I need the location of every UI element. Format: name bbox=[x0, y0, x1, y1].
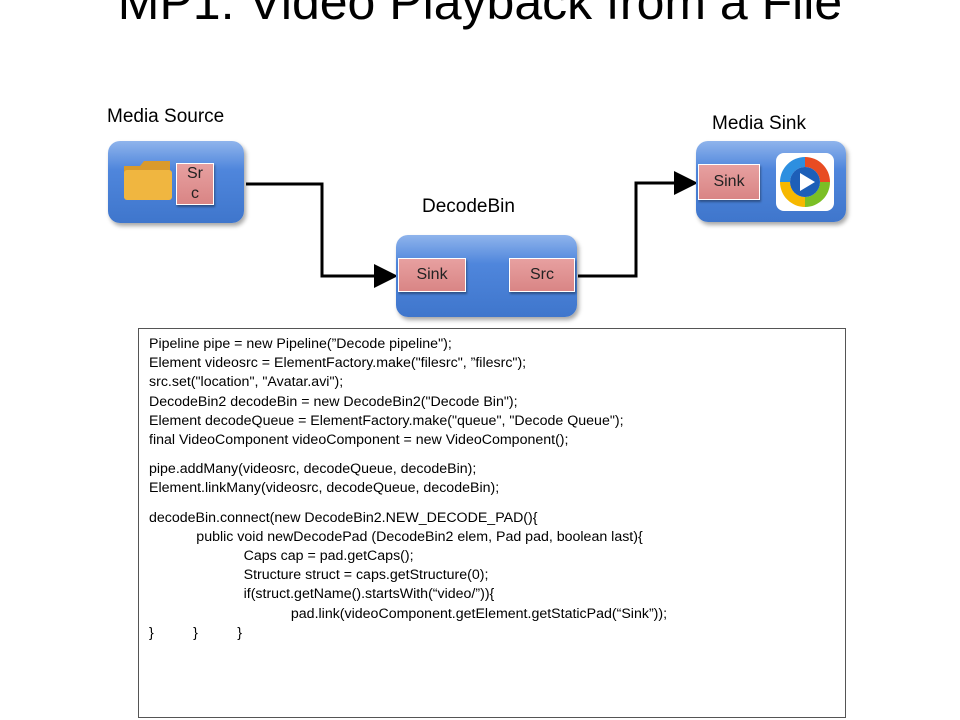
code-line: public void newDecodePad (DecodeBin2 ele… bbox=[149, 528, 643, 545]
code-line: } } } bbox=[149, 624, 243, 641]
code-line: decodeBin.connect(new DecodeBin2.NEW_DEC… bbox=[149, 509, 538, 526]
media-sink-pad: Sink bbox=[698, 164, 760, 200]
code-line: Element.linkMany(videosrc, decodeQueue, … bbox=[149, 480, 500, 497]
decodebin-src-pad: Src bbox=[509, 258, 575, 292]
code-section-setup: Pipeline pipe = new Pipeline(”Decode pip… bbox=[149, 335, 845, 450]
decodebin-sink-pad: Sink bbox=[398, 258, 466, 292]
code-line: src.set("location", "Avatar.avi"); bbox=[149, 374, 344, 391]
connector-decodebin-to-sink bbox=[578, 171, 698, 278]
connector-source-to-decodebin bbox=[246, 182, 398, 288]
media-source-label: Media Source bbox=[107, 106, 225, 127]
code-line: if(struct.getName().startsWith(“video/”)… bbox=[149, 586, 495, 603]
media-player-icon bbox=[776, 153, 834, 211]
code-line: Caps cap = pad.getCaps(); bbox=[149, 548, 414, 565]
decodebin-label: DecodeBin bbox=[422, 196, 515, 217]
media-sink-box: Sink bbox=[696, 141, 846, 222]
source-src-pad: Sr c bbox=[176, 163, 214, 205]
code-line: Element videosrc = ElementFactory.make("… bbox=[149, 355, 527, 372]
code-line: pipe.addMany(videosrc, decodeQueue, deco… bbox=[149, 461, 477, 478]
folder-icon bbox=[124, 161, 172, 200]
code-line: DecodeBin2 decodeBin = new DecodeBin2("D… bbox=[149, 393, 518, 410]
code-section-link: pipe.addMany(videosrc, decodeQueue, deco… bbox=[149, 460, 845, 498]
code-line: final VideoComponent videoComponent = ne… bbox=[149, 432, 569, 449]
code-line: pad.link(videoComponent.getElement.getSt… bbox=[149, 605, 668, 622]
slide-title: MP1: Video Playback from a File bbox=[117, 0, 843, 30]
code-line: Pipeline pipe = new Pipeline(”Decode pip… bbox=[149, 336, 452, 352]
decodebin-box: Sink Src bbox=[396, 235, 577, 317]
code-line: Element decodeQueue = ElementFactory.mak… bbox=[149, 412, 624, 429]
media-source-box: Sr c bbox=[108, 141, 244, 223]
media-sink-label: Media Sink bbox=[712, 113, 806, 134]
code-section-connect: decodeBin.connect(new DecodeBin2.NEW_DEC… bbox=[149, 509, 845, 643]
code-line: Structure struct = caps.getStructure(0); bbox=[149, 567, 489, 584]
code-block: Pipeline pipe = new Pipeline(”Decode pip… bbox=[138, 328, 846, 718]
